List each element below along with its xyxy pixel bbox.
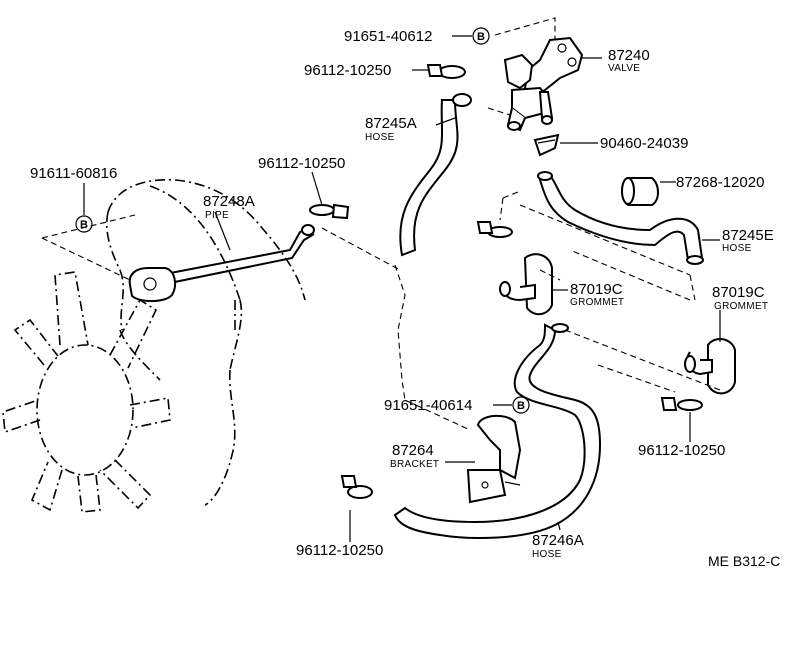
engine-outline (105, 179, 306, 506)
diagram-reference-code: ME B312-C (708, 553, 780, 569)
grommet-icon-b (684, 338, 736, 395)
part-number: 87245A (365, 115, 417, 132)
clamp-icon-b (309, 203, 350, 220)
callout-96112-10250-c: 96112-10250 (638, 442, 725, 459)
badge-b-icon (472, 27, 490, 45)
hose-87245a (399, 93, 472, 257)
callout-91651-40612: 91651-40612 B (344, 27, 490, 45)
clip-icon-90460 (533, 133, 560, 157)
part-number: 90460-24039 (600, 135, 688, 152)
callout-87245e: 87245E HOSE (722, 227, 774, 254)
badge-letter: B (517, 400, 525, 412)
part-name: BRACKET (390, 459, 439, 470)
part-number: 87019C (570, 281, 623, 298)
callout-91651-40614: 91651-40614 B (384, 396, 530, 414)
part-number: 87019C (712, 284, 765, 301)
leader-lines (83, 35, 721, 542)
clamp-icon-c (476, 221, 513, 238)
hose-joint-87268 (621, 177, 659, 206)
part-number: 96112-10250 (296, 542, 383, 559)
callout-96112-10250-a: 96112-10250 (304, 62, 391, 79)
part-name: GROMMET (570, 297, 624, 308)
callout-90460-24039: 90460-24039 (600, 135, 688, 152)
clamp-icon-d (660, 397, 703, 411)
part-number: 96112-10250 (258, 155, 345, 172)
part-name: HOSE (365, 132, 395, 143)
badge-b-icon (75, 215, 93, 233)
grommet-icon-a (499, 253, 553, 316)
bracket-87264 (466, 414, 522, 504)
part-number: 91651-40612 (344, 28, 432, 45)
badge-letter: B (80, 219, 88, 231)
part-number: 87268-12020 (676, 174, 764, 191)
part-name: VALVE (608, 63, 640, 74)
callout-87245a: 87245A HOSE (365, 115, 417, 143)
callout-87246a: 87246A HOSE (532, 532, 584, 560)
callout-96112-10250-d: 96112-10250 (296, 542, 383, 559)
part-number: 87246A (532, 532, 584, 549)
callout-87240: 87240 VALVE (608, 47, 650, 74)
callout-87248a: 87248A PIPE (203, 193, 255, 221)
part-number: 96112-10250 (638, 442, 725, 459)
callout-87019c-b: 87019C GROMMET (712, 284, 768, 312)
part-number: 91651-40614 (384, 397, 472, 414)
badge-letter: B (477, 31, 485, 43)
callout-96112-10250-b: 96112-10250 (258, 155, 345, 172)
hose-87245e (537, 171, 704, 265)
valve-87240 (503, 36, 584, 132)
callout-91611-60816: 91611-60816 B (30, 165, 117, 233)
part-number: 87248A (203, 193, 255, 210)
part-name: GROMMET (714, 301, 768, 312)
callout-87019c-a: 87019C GROMMET (570, 281, 624, 308)
part-number: 87240 (608, 47, 650, 64)
fan-icon (2, 271, 171, 513)
part-name: PIPE (205, 210, 229, 221)
part-number: 96112-10250 (304, 62, 391, 79)
hose-87246a (393, 323, 602, 539)
pipe-87248a (128, 224, 315, 303)
part-number: 87264 (392, 442, 434, 459)
dashed-guides (41, 17, 721, 431)
badge-b-icon (512, 396, 530, 414)
callout-87268-12020: 87268-12020 (676, 174, 764, 191)
clamp-icon-e (340, 475, 373, 499)
clamp-icon-a (426, 64, 466, 79)
part-name: HOSE (532, 549, 562, 560)
part-name: HOSE (722, 243, 752, 254)
part-number: 91611-60816 (30, 165, 117, 182)
callout-87264: 87264 BRACKET (390, 442, 439, 470)
part-number: 87245E (722, 227, 774, 244)
